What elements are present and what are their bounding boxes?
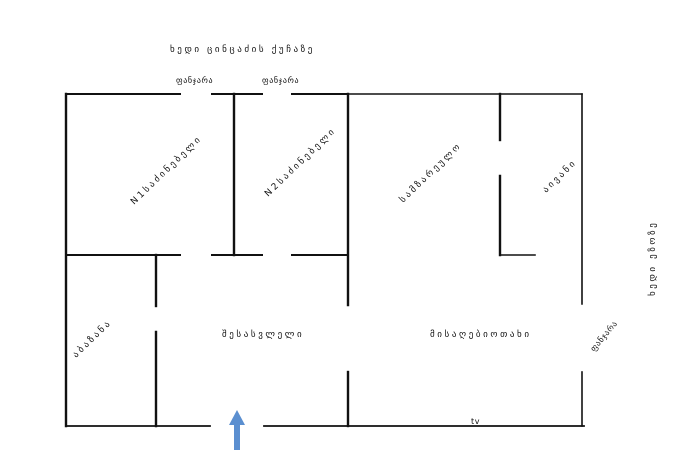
street-view-label: ხედი ცინცაძის ქუჩაზე xyxy=(170,44,315,55)
bedroom2-label: N2საძინებელი xyxy=(262,125,338,199)
balcony-label: აივანი xyxy=(540,157,579,195)
side-window-label: ფანჯარა xyxy=(588,318,620,353)
bedroom1-label: N1საძინებელი xyxy=(128,133,204,207)
outer-walls xyxy=(64,92,585,428)
hallway-label: შესასვლელი xyxy=(222,329,304,340)
window-label-right: ფანჯარა xyxy=(262,75,299,85)
window-label-left: ფანჯარა xyxy=(176,75,213,85)
kitchen-label: სამზარეულო xyxy=(397,140,464,205)
tv-label: tv xyxy=(471,417,480,426)
entrance-arrow-icon xyxy=(229,410,245,450)
yard-view-label: ხედი ეზოზე xyxy=(647,221,658,296)
interior-walls xyxy=(65,92,536,428)
bathroom-label: აბაზანა xyxy=(70,317,114,360)
living-room-label: მისაღებიოთახი xyxy=(430,329,532,340)
